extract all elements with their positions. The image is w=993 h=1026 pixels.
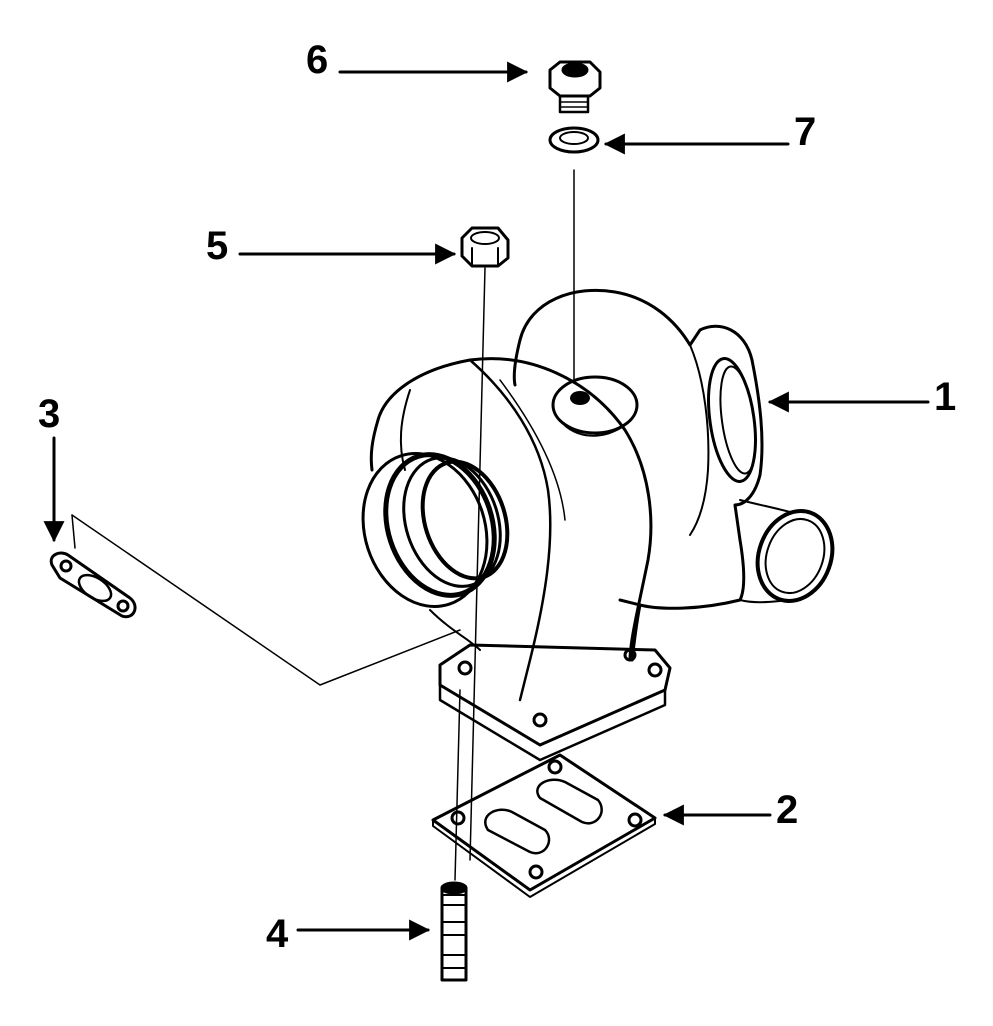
callout-label-2: 2: [776, 788, 799, 832]
callout-label-4: 4: [266, 912, 289, 956]
callout-label-3: 3: [38, 392, 61, 436]
gasket-flange: [431, 753, 657, 898]
callout-label-5: 5: [206, 224, 229, 268]
assembly-centerlines: [454, 169, 575, 881]
sealing-washer: [548, 126, 600, 154]
callout-label-1: 1: [934, 375, 957, 419]
oil-drain-gasket: [49, 514, 461, 686]
mounting-nut: [460, 226, 510, 268]
callout-arrows: [43, 61, 930, 941]
callout-label-7: 7: [794, 110, 817, 154]
turbocharger-body: [361, 288, 835, 762]
mounting-stud: [440, 881, 468, 982]
callout-label-6: 6: [306, 38, 329, 82]
oil-supply-fitting: [548, 60, 602, 114]
